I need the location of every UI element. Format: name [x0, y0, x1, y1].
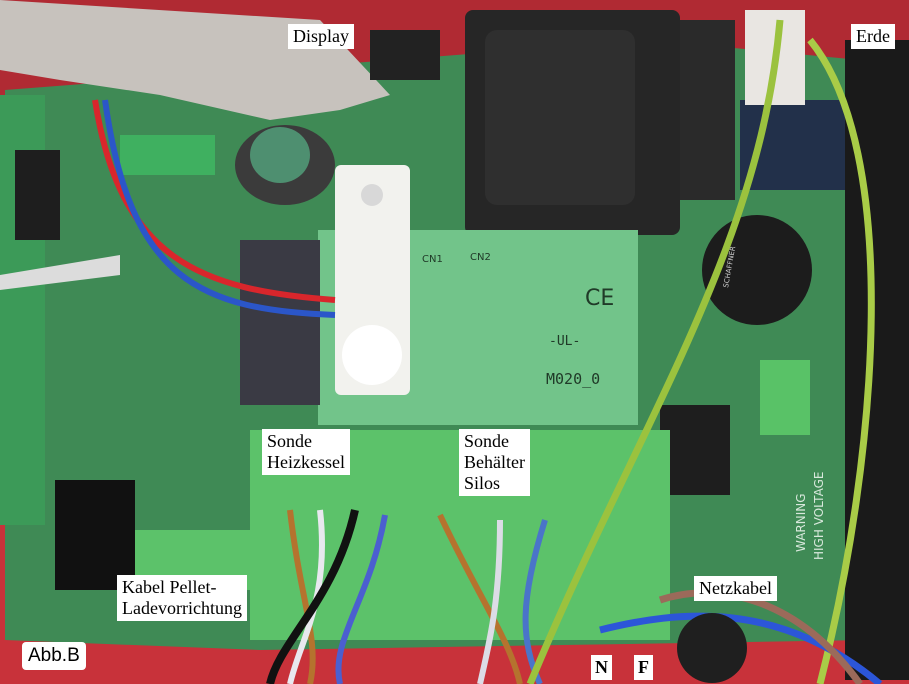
pellet-cable-line-1: Kabel Pellet- [122, 577, 217, 597]
warning-line-2: HIGH VOLTAGE [812, 472, 826, 560]
display-label: Display [288, 24, 354, 49]
black-probe-wire [266, 509, 359, 684]
pellet-cable-label: Kabel Pellet- Ladevorrichtung [117, 575, 247, 621]
sensor-terminal-small [120, 135, 215, 175]
probe-silo-line-1: Sonde [464, 431, 509, 451]
neutral-label: N [591, 655, 612, 680]
blue-wire [102, 99, 336, 318]
blue-probe-wire [335, 514, 388, 684]
probe-boiler-label: Sonde Heizkessel [262, 429, 350, 475]
mains-brown-wire [658, 589, 863, 684]
ic-chip [15, 150, 60, 240]
figure-number: Abb.B [22, 642, 86, 670]
regulator [660, 405, 730, 495]
small-terminal-right [760, 360, 810, 435]
connector-cn1-label: CN1 [422, 254, 443, 265]
phase-label: F [634, 655, 653, 680]
cable-gland [677, 613, 747, 683]
bracket-screw [361, 184, 383, 206]
probe-boiler-line-2: Heizkessel [267, 452, 345, 472]
ul-mark: -UL- [549, 334, 580, 349]
relay [240, 240, 320, 405]
probe-silo-line-3: Silos [464, 473, 501, 493]
ce-mark: CE [585, 286, 614, 311]
connector-cn2-label: CN2 [470, 252, 491, 263]
earth-wire-2 [807, 37, 875, 684]
bracket-knob [342, 325, 402, 385]
probe-boiler-line-1: Sonde [267, 431, 312, 451]
black-connector-left [55, 480, 135, 590]
module-code: M020_0 [546, 370, 600, 388]
earth-label: Erde [851, 24, 895, 49]
transformer-core [485, 30, 635, 205]
earth-wire-1 [526, 19, 784, 684]
relay-block [680, 20, 735, 200]
red-wire [92, 99, 336, 303]
silver-strap [0, 255, 120, 290]
probe-silo-label: Sonde Behälter Silos [459, 429, 530, 496]
mains-cable-label: Netzkabel [694, 576, 777, 601]
display-connector [370, 30, 440, 80]
capacitor-top [250, 127, 310, 183]
probe-silo-line-2: Behälter [464, 452, 525, 472]
white-silo-wire [477, 519, 503, 684]
pellet-cable-line-2: Ladevorrichtung [122, 598, 242, 618]
warning-line-1: WARNING [794, 493, 808, 552]
